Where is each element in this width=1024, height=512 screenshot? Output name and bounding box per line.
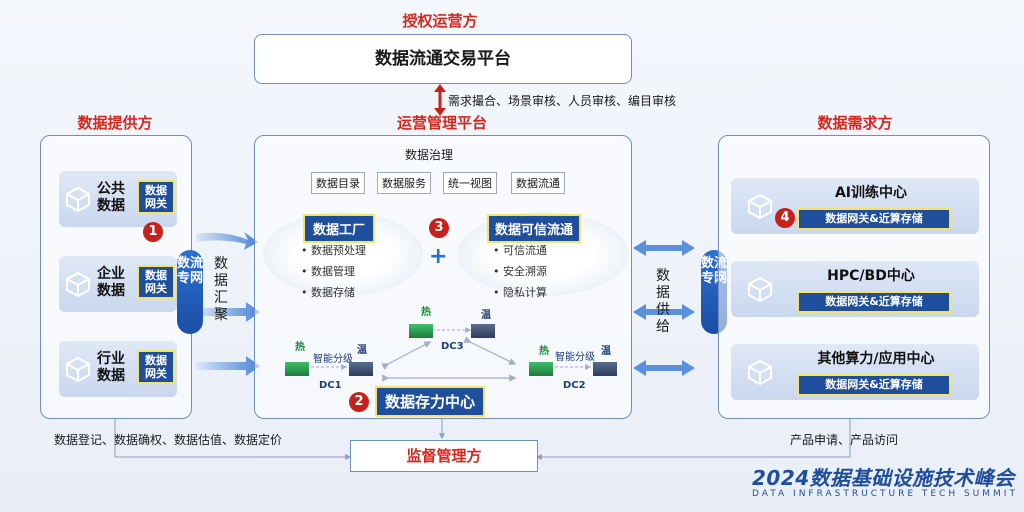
demand-item-label: AI训练中心 bbox=[834, 185, 908, 201]
dc3-warm-label: 温 bbox=[481, 310, 491, 321]
data-gateway-storage: 数据网关&近算存储 bbox=[797, 291, 951, 313]
dc1-hot-storage bbox=[285, 362, 309, 376]
cube-icon bbox=[66, 186, 90, 212]
ops-panel: 数据治理 数据目录 数据服务 统一视图 数据流通 数据工厂 • 数据预处理 • … bbox=[254, 135, 632, 419]
demand-item-other: 其他算力/应用中心 数据网关&近算存储 bbox=[731, 344, 979, 400]
dc2-hot-label: 热 bbox=[539, 346, 549, 357]
bottom-left-text: 数据登记、数据确权、数据估值、数据定价 bbox=[54, 433, 283, 447]
tab-circulation: 数据流通 bbox=[511, 172, 565, 194]
dc3-hot-label: 热 bbox=[421, 307, 431, 318]
demand-item-label: HPC/BD中心 bbox=[827, 268, 915, 284]
demand-panel: AI训练中心 4 数据网关&近算存储 HPC/BD中心 数据网关&近算存储 其他… bbox=[718, 135, 990, 419]
data-gateway: 数据网关 bbox=[137, 265, 175, 299]
provider-item-label: 公共数据 bbox=[97, 181, 125, 214]
authority-title: 授权运营方 bbox=[402, 12, 478, 30]
summit-title: 2024数据基础设施技术峰会 bbox=[752, 466, 1015, 490]
trusted-item: • 安全溯源 bbox=[493, 265, 547, 278]
trusted-title: 数据可信流通 bbox=[487, 214, 582, 243]
data-gateway: 数据网关 bbox=[137, 180, 175, 214]
demand-item-hpc: HPC/BD中心 数据网关&近算存储 bbox=[731, 261, 979, 317]
badge-3: 3 bbox=[429, 218, 449, 238]
tab-view: 统一视图 bbox=[443, 172, 497, 194]
tab-service: 数据服务 bbox=[377, 172, 431, 194]
dc1-tiering-label: 智能分级 bbox=[313, 354, 353, 365]
dc2-warm-storage bbox=[593, 362, 617, 376]
plus-icon: + bbox=[429, 244, 448, 269]
review-text: 需求撮合、场景审核、人员审核、编目审核 bbox=[448, 94, 677, 108]
cube-icon bbox=[748, 276, 772, 302]
dc1-hot-label: 热 bbox=[295, 342, 305, 353]
storage-center-title: 数据存力中心 bbox=[375, 386, 486, 417]
supervision-box: 监督管理方 bbox=[350, 440, 538, 472]
cube-icon bbox=[66, 356, 90, 382]
provider-item-enterprise: 企业数据 数据网关 bbox=[59, 256, 177, 312]
demand-item-ai: AI训练中心 4 数据网关&近算存储 bbox=[731, 178, 979, 234]
badge-4: 4 bbox=[775, 208, 795, 228]
left-data-network: 数流专网 bbox=[177, 250, 203, 334]
provider-title: 数据提供方 bbox=[77, 114, 153, 132]
supply-label: 数据供给 bbox=[656, 268, 670, 335]
provider-item-label: 行业数据 bbox=[97, 351, 125, 384]
governance-label: 数据治理 bbox=[405, 148, 454, 162]
factory-item: • 数据管理 bbox=[301, 265, 355, 278]
demand-title: 数据需求方 bbox=[817, 114, 893, 132]
dc3-hot-storage bbox=[409, 324, 433, 338]
dc2-label: DC2 bbox=[563, 380, 586, 391]
ops-title: 运营管理平台 bbox=[396, 114, 487, 132]
dc1-warm-storage bbox=[349, 362, 373, 376]
factory-item: • 数据存储 bbox=[301, 286, 355, 299]
tab-catalog: 数据目录 bbox=[311, 172, 365, 194]
dc1-label: DC1 bbox=[319, 380, 342, 391]
data-gateway-storage: 数据网关&近算存储 bbox=[797, 208, 951, 230]
provider-panel: 公共数据 数据网关 1 企业数据 数据网关 行业数据 数据网关 bbox=[40, 135, 192, 419]
cube-icon bbox=[748, 359, 772, 385]
factory-title: 数据工厂 bbox=[303, 214, 376, 243]
dc2-warm-label: 温 bbox=[601, 346, 611, 357]
factory-item: • 数据预处理 bbox=[301, 244, 366, 257]
data-gateway: 数据网关 bbox=[137, 350, 175, 384]
trading-platform-box: 数据流通交易平台 bbox=[254, 34, 632, 84]
trusted-item: • 可信流通 bbox=[493, 244, 547, 257]
cube-icon bbox=[748, 193, 772, 219]
dc3-warm-storage bbox=[471, 324, 495, 338]
converge-label: 数据汇聚 bbox=[214, 256, 228, 323]
dc2-tiering-label: 智能分级 bbox=[555, 352, 595, 363]
demand-item-label: 其他算力/应用中心 bbox=[817, 351, 935, 367]
dc3-label: DC3 bbox=[441, 341, 464, 352]
dc2-hot-storage bbox=[529, 362, 553, 376]
badge-2: 2 bbox=[349, 392, 369, 412]
badge-1: 1 bbox=[143, 222, 163, 242]
summit-subtitle: DATA INFRASTRUCTURE TECH SUMMIT bbox=[752, 489, 1018, 499]
provider-item-industry: 行业数据 数据网关 bbox=[59, 341, 177, 397]
trusted-item: • 隐私计算 bbox=[493, 286, 547, 299]
dc1-warm-label: 温 bbox=[357, 345, 367, 356]
provider-item-public: 公共数据 数据网关 bbox=[59, 171, 177, 227]
cube-icon bbox=[66, 271, 90, 297]
bottom-right-text: 产品申请、产品访问 bbox=[790, 433, 899, 447]
provider-item-label: 企业数据 bbox=[97, 266, 125, 299]
data-gateway-storage: 数据网关&近算存储 bbox=[797, 374, 951, 396]
